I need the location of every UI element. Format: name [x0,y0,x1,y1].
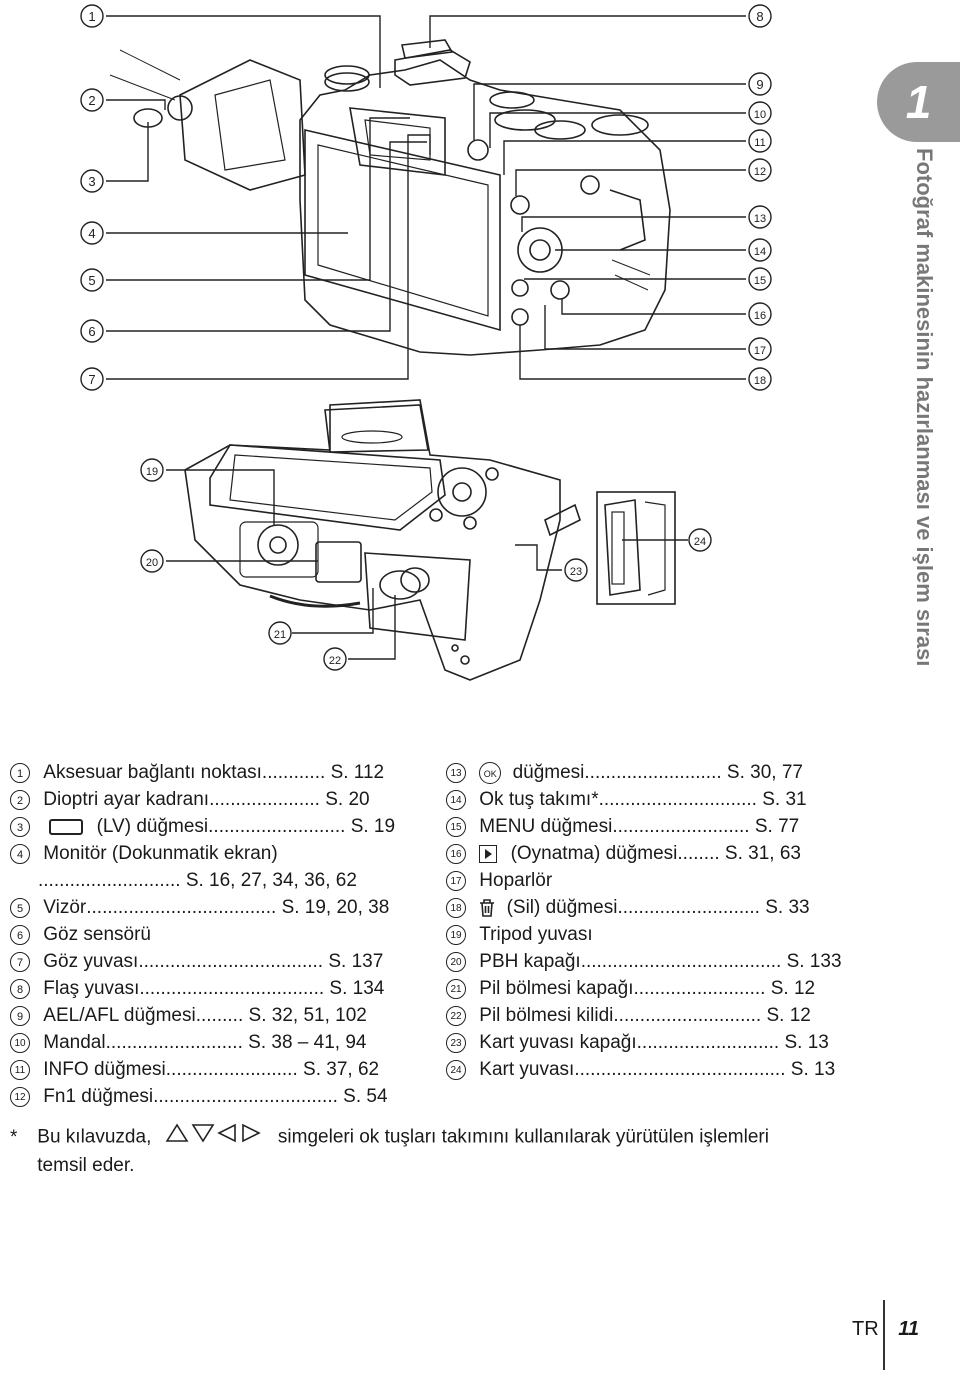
svg-text:5: 5 [88,273,95,288]
callout-8: 8 [748,4,772,28]
callout-23: 23 [564,558,588,582]
legend-item-10: 10 Mandal.......................... S. 3… [10,1032,366,1054]
callout-4: 4 [80,221,104,245]
legend-item-14: 14 Ok tuş takımı*.......................… [446,789,807,811]
legend-item-9: 9 AEL/AFL düğmesi......... S. 32, 51, 10… [10,1005,367,1027]
callout-3: 3 [80,169,104,193]
chapter-number: 1 [905,76,932,128]
svg-text:11: 11 [754,137,765,149]
svg-text:3: 3 [88,174,95,189]
callout-21: 21 [268,621,292,645]
svg-text:12: 12 [754,166,766,178]
callout-2: 2 [80,88,104,112]
svg-text:1: 1 [88,9,95,24]
svg-text:22: 22 [329,655,341,667]
svg-text:21: 21 [274,629,286,641]
svg-text:2: 2 [88,93,95,108]
legend-item-5: 5 Vizör.................................… [10,897,389,919]
svg-text:19: 19 [146,466,158,478]
footnote: * Bu kılavuzda, simgeleri ok tuşları tak… [10,1123,910,1180]
svg-text:23: 23 [570,566,582,578]
callout-17: 17 [748,337,772,361]
page-separator [883,1300,885,1370]
chapter-title: Fotoğraf makinesinin hazırlanması ve işl… [912,148,937,667]
legend-item-2: 2 Dioptri ayar kadranı..................… [10,789,370,811]
footnote-text-after: simgeleri ok tuşları takımını kullanılar… [277,1126,769,1148]
legend-item-20: 20 PBH kapağı...........................… [446,951,842,973]
legend-item-15: 15 MENU düğmesi.........................… [446,816,799,838]
svg-text:15: 15 [754,275,766,287]
svg-text:13: 13 [754,213,766,225]
arrow-keys-icon [165,1123,261,1143]
legend-item-16: 16 (Oynatma) düğmesi........ S. 31, 63 [446,843,801,865]
legend-item-24: 24 Kart yuvası..........................… [446,1059,835,1081]
legend-item-7: 7 Göz yuvası............................… [10,951,383,973]
legend-item-19: 19 Tripod yuvası [446,924,593,946]
callout-5: 5 [80,268,104,292]
legend-item-8: 8 Flaş yuvası...........................… [10,978,384,1000]
legend-item-17: 17 Hoparlör [446,870,552,892]
footnote-line2: temsil eder. [37,1155,135,1176]
playback-triangle [485,849,493,859]
page-footer: TR 11 [852,1318,919,1341]
arrow-keys-icons [165,1123,265,1152]
svg-text:20: 20 [146,557,158,569]
callout-24: 24 [688,528,712,552]
chapter-side-title: Fotoğraf makinesinin hazırlanması ve işl… [912,148,943,768]
legend-item-3: 3 (LV) düğmesi..........................… [10,816,395,838]
trash-icon [479,899,495,917]
footer-page: 11 [898,1318,919,1340]
footnote-star: * [10,1126,18,1148]
svg-text:17: 17 [754,345,766,357]
callout-10: 10 [748,101,772,125]
callout-6: 6 [80,319,104,343]
svg-text:7: 7 [88,372,95,387]
svg-text:10: 10 [754,109,766,121]
callout-9: 9 [748,72,772,96]
callout-7: 7 [80,367,104,391]
callout-19: 19 [140,458,164,482]
callout-11: 11 [748,129,772,153]
svg-text:6: 6 [88,324,95,339]
legend-item-12: 12 Fn1 düğmesi..........................… [10,1086,388,1108]
svg-text:9: 9 [756,77,763,92]
callout-1: 1 [80,4,104,28]
svg-text:14: 14 [754,246,766,258]
callout-13: 13 [748,205,772,229]
callout-22: 22 [323,647,347,671]
callout-20: 20 [140,549,164,573]
camera-diagram: 1 2 3 4 5 6 7 8 9 10 11 12 13 14 15 16 1… [80,4,772,681]
svg-text:18: 18 [754,375,766,387]
callout-16: 16 [748,302,772,326]
legend-item-23: 23 Kart yuvası kapağı...................… [446,1032,829,1054]
callout-12: 12 [748,158,772,182]
footer-lang: TR [852,1318,879,1340]
callout-15: 15 [748,267,772,291]
legend-item-4: 4 Monitör (Dokunmatik ekran) [10,843,278,865]
legend-item-18: 18 (Sil) düğmesi........................… [446,897,810,919]
legend-item-21: 21 Pil bölmesi kapağı...................… [446,978,815,1000]
legend-item-6: 6 Göz sensörü [10,924,151,946]
svg-text:4: 4 [88,226,95,241]
footnote-text-before: Bu kılavuzda, [37,1126,152,1148]
svg-text:16: 16 [754,310,766,322]
legend-item-4-refs: ........................... S. 16, 27, 3… [38,870,357,891]
lv-icon [49,819,84,835]
legend-item-1: 1 Aksesuar bağlantı noktası............ … [10,762,384,784]
playback-icon [479,845,498,863]
chapter-tab: 1 [877,62,960,142]
legend-item-22: 22 Pil bölmesi kilidi...................… [446,1005,811,1027]
ok-icon: OK [479,762,502,784]
svg-text:8: 8 [756,9,763,24]
legend-item-13: 13 OK düğmesi.......................... … [446,762,803,784]
callout-18: 18 [748,367,772,391]
callout-14: 14 [748,238,772,262]
svg-text:24: 24 [694,536,706,548]
legend-item-11: 11 INFO düğmesi.........................… [10,1059,379,1081]
